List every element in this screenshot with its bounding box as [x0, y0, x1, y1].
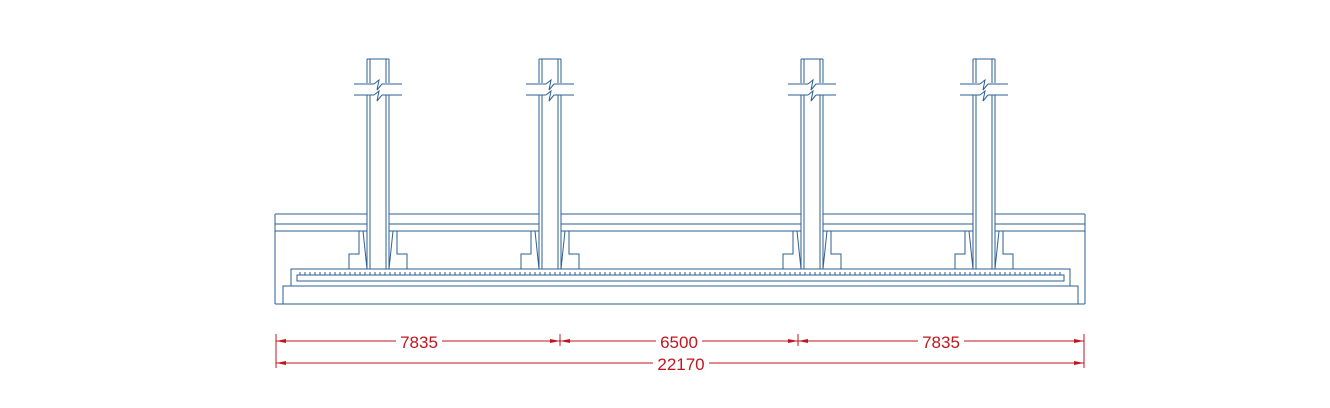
column-break-symbol — [788, 78, 836, 102]
column-1 — [354, 58, 402, 270]
tray-outer — [290, 268, 1071, 287]
span-3-label: 7835 — [922, 333, 960, 352]
haunch-outlines — [348, 231, 1014, 269]
column-3 — [788, 58, 836, 270]
bottom-tray — [290, 268, 1071, 287]
foundation-base — [274, 214, 1086, 305]
column-break-symbol — [960, 78, 1008, 102]
dimension-chain: 7835 6500 7835 22170 — [275, 331, 1085, 374]
column-break-symbol — [354, 78, 402, 102]
column-2 — [526, 58, 574, 270]
lower-slab — [282, 285, 1079, 305]
span-1-label: 7835 — [400, 333, 438, 352]
column-4 — [960, 58, 1008, 270]
tray-hatching — [299, 272, 1061, 275]
tray-inner — [296, 274, 1065, 282]
top-beam — [275, 213, 1085, 232]
column-break-symbol — [526, 78, 574, 102]
columns — [354, 58, 1008, 270]
total-span-label: 22170 — [657, 355, 704, 374]
haunch-steps — [348, 231, 1014, 269]
span-2-label: 6500 — [660, 333, 698, 352]
